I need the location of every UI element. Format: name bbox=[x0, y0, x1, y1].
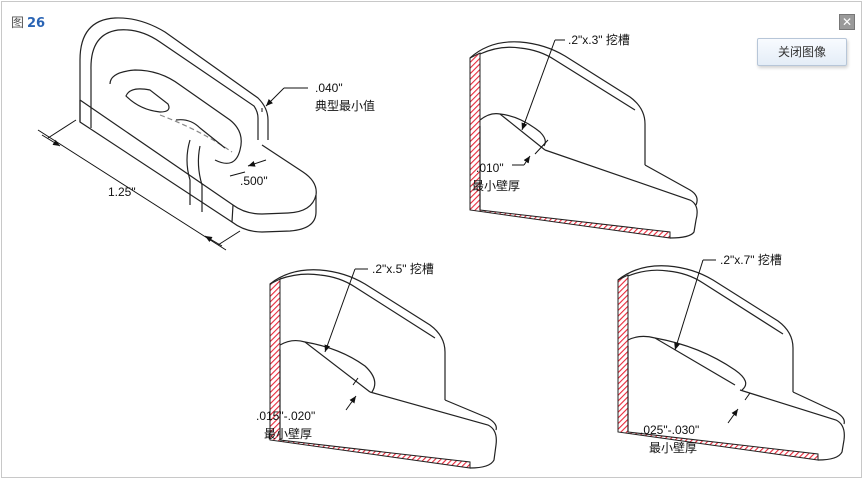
width-dimension: .500" bbox=[240, 174, 268, 188]
wall-note-bottom-right: 最小壁厚 bbox=[649, 440, 697, 455]
close-x-icon[interactable]: ✕ bbox=[839, 14, 855, 30]
figure-prefix: 图 bbox=[11, 16, 25, 31]
wall-value-bottom-right: .025"-.030" bbox=[640, 423, 699, 437]
section-view-bottom-right bbox=[617, 259, 845, 461]
wall-value-bottom-middle: .015"-.020" bbox=[256, 409, 315, 423]
slot-label-bottom-right: .2"x.7" 挖槽 bbox=[720, 252, 782, 267]
close-image-button[interactable]: 关闭图像 bbox=[757, 38, 847, 66]
length-dimension: 1.25" bbox=[108, 185, 136, 199]
wall-value-top-right: .010" bbox=[476, 161, 504, 175]
slot-label-bottom-middle: .2"x.5" 挖槽 bbox=[372, 261, 434, 276]
thickness-note: 典型最小值 bbox=[315, 98, 375, 113]
figure-number: 26 bbox=[27, 16, 46, 31]
section-view-top-right bbox=[469, 39, 698, 239]
wall-note-bottom-middle: 最小壁厚 bbox=[264, 426, 312, 441]
section-view-bottom-middle bbox=[269, 268, 497, 469]
slot-label-top-right: .2"x.3" 挖槽 bbox=[568, 32, 630, 47]
thickness-dimension: .040" bbox=[315, 81, 343, 95]
dimension-lines-full-view bbox=[37, 87, 308, 251]
wall-note-top-right: 最小壁厚 bbox=[472, 178, 520, 193]
part-full-view bbox=[79, 17, 317, 233]
